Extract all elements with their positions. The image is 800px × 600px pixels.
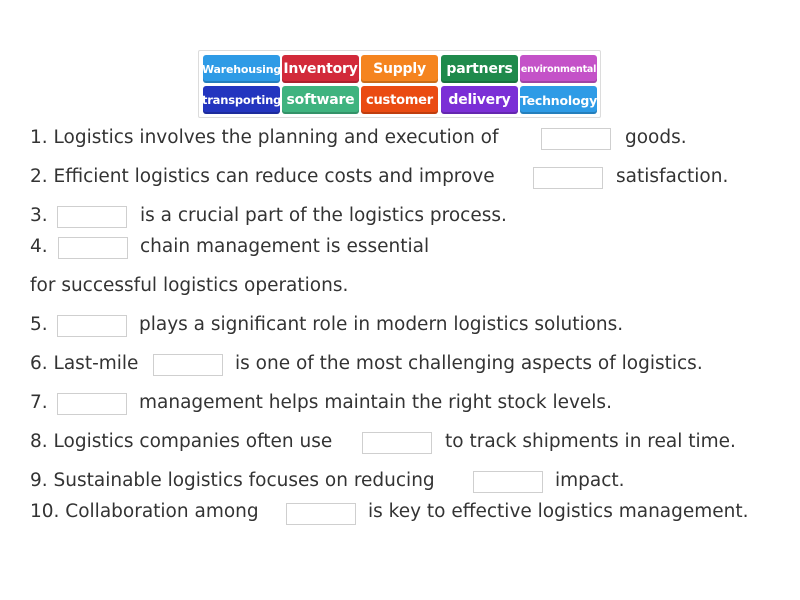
word-tile-transporting[interactable]: transporting bbox=[203, 86, 280, 114]
sentence-8-after: to track shipments in real time. bbox=[445, 431, 736, 452]
sentence-9-before: 9. Sustainable logistics focuses on redu… bbox=[30, 470, 435, 491]
sentence-3-after: is a crucial part of the logistics proce… bbox=[140, 205, 507, 226]
blank-4[interactable] bbox=[58, 237, 128, 259]
sentence-10-before: 10. Collaboration among bbox=[30, 501, 259, 522]
blank-3[interactable] bbox=[57, 206, 127, 228]
blank-1[interactable] bbox=[541, 128, 611, 150]
word-bank: Warehousing Inventory Supply partners en… bbox=[198, 50, 601, 118]
sentence-1-before: 1. Logistics involves the planning and e… bbox=[30, 127, 499, 148]
sentence-2-before: 2. Efficient logistics can reduce costs … bbox=[30, 166, 495, 187]
sentence-2-after: satisfaction. bbox=[616, 166, 729, 187]
blank-6[interactable] bbox=[153, 354, 223, 376]
blank-2[interactable] bbox=[533, 167, 603, 189]
sentence-3-before: 3. bbox=[30, 205, 48, 226]
sentence-5-before: 5. bbox=[30, 314, 48, 335]
sentence-7-after: management helps maintain the right stoc… bbox=[139, 392, 612, 413]
sentence-5-after: plays a significant role in modern logis… bbox=[139, 314, 624, 335]
word-tile-technology[interactable]: Technology bbox=[520, 86, 597, 114]
sentence-9-after: impact. bbox=[555, 470, 625, 491]
word-tile-inventory[interactable]: Inventory bbox=[282, 55, 359, 83]
word-tile-supply[interactable]: Supply bbox=[361, 55, 438, 83]
blank-5[interactable] bbox=[57, 315, 127, 337]
sentence-8-before: 8. Logistics companies often use bbox=[30, 431, 333, 452]
word-tile-software[interactable]: software bbox=[282, 86, 359, 114]
word-tile-partners[interactable]: partners bbox=[441, 55, 518, 83]
sentence-4-after: chain management is essential bbox=[140, 236, 430, 257]
word-tile-warehousing[interactable]: Warehousing bbox=[203, 55, 280, 83]
word-tile-customer[interactable]: customer bbox=[361, 86, 438, 114]
sentence-1-after: goods. bbox=[625, 127, 687, 148]
sentence-6-before: 6. Last-mile bbox=[30, 353, 139, 374]
sentence-6-after: is one of the most challenging aspects o… bbox=[235, 353, 703, 374]
sentence-7-before: 7. bbox=[30, 392, 48, 413]
blank-7[interactable] bbox=[57, 393, 127, 415]
word-tile-environmental[interactable]: environmental bbox=[520, 55, 597, 83]
blank-10[interactable] bbox=[286, 503, 356, 525]
word-tile-delivery[interactable]: delivery bbox=[441, 86, 518, 114]
blank-9[interactable] bbox=[473, 471, 543, 493]
blank-8[interactable] bbox=[362, 432, 432, 454]
sentence-4-continuation: for successful logistics operations. bbox=[30, 275, 349, 296]
sentence-4-before: 4. bbox=[30, 236, 48, 257]
sentence-10-after: is key to effective logistics management… bbox=[368, 501, 749, 522]
